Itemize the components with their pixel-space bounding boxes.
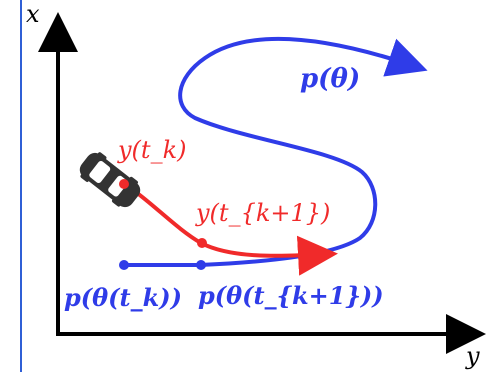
label-y-tk-text: y(t_k): [117, 136, 186, 164]
trajectory-point-tk1: [197, 238, 207, 248]
label-p-theta-tk1: p(θ(t_{k+1})): [198, 281, 384, 310]
trajectory-point-tk: [119, 179, 129, 189]
y-axis-label: y: [465, 342, 480, 370]
label-p-theta-tk1-text: p(θ(t_{k+1})): [198, 281, 384, 310]
path-point-tk1: [196, 260, 206, 270]
label-p-theta-tk-text: p(θ(t_k)): [64, 283, 182, 312]
label-y-tk: y(t_k): [117, 136, 186, 164]
label-p-theta-tk: p(θ(t_k)): [64, 283, 182, 312]
label-y-tk1-text: y(t_{k+1}): [195, 199, 330, 227]
car-icon: [79, 152, 141, 208]
label-path-text: p(θ): [300, 64, 360, 94]
path-point-tk: [119, 260, 129, 270]
label-y-tk1: y(t_{k+1}): [195, 199, 330, 227]
label-path: p(θ): [300, 64, 360, 94]
reference-path-curve: [123, 36, 428, 267]
x-axis-label: x: [26, 0, 40, 28]
